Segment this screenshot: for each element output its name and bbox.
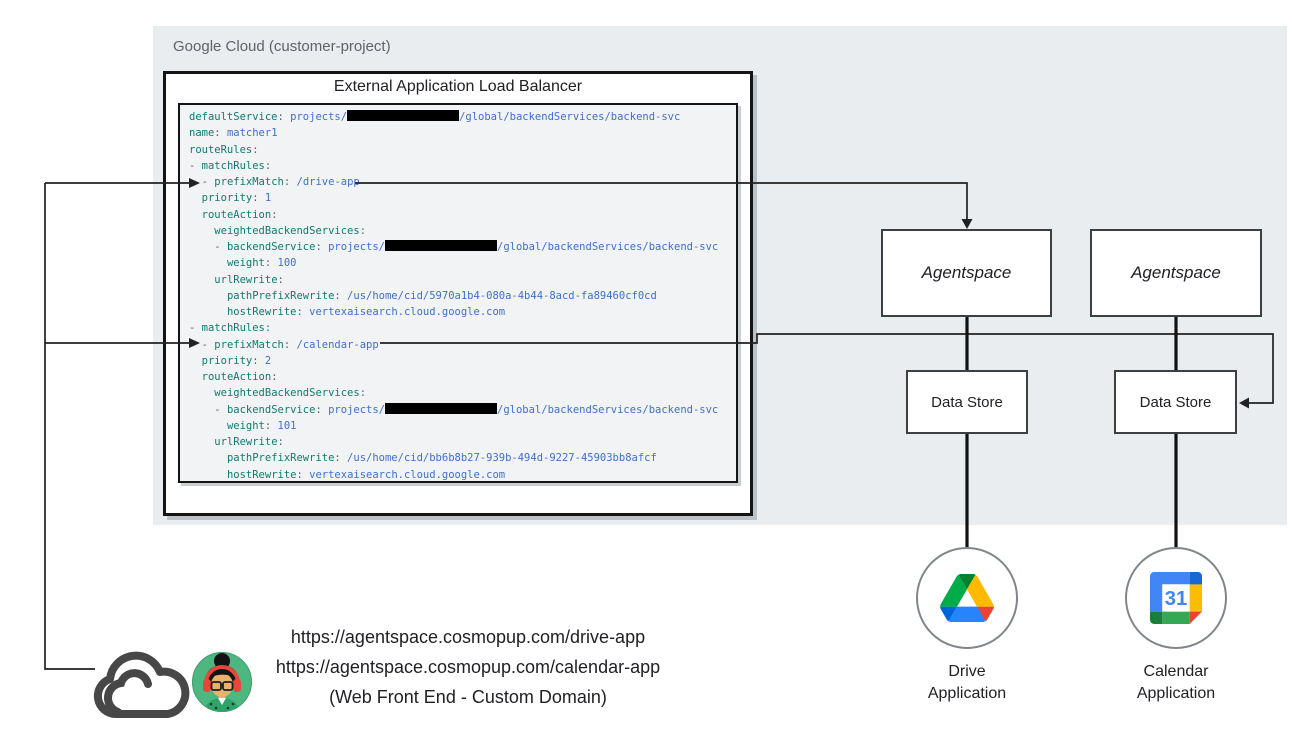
code-line: hostRewrite: vertexaisearch.cloud.google… [226, 306, 506, 318]
google-calendar-icon: 31 [1150, 572, 1202, 624]
lb-config-code: defaultService: projects//global/backend… [178, 103, 738, 483]
data-store-box-2: Data Store [1114, 370, 1237, 434]
cloud-icon [93, 651, 190, 719]
code-line: weightedBackendServices: [214, 224, 367, 237]
code-line: defaultService: projects//global/backend… [189, 110, 681, 123]
code-line: - matchRules: [189, 322, 272, 335]
client-url-drive: https://agentspace.cosmopup.com/drive-ap… [290, 627, 646, 647]
calendar-day-text: 31 [1165, 588, 1188, 610]
agentspace-label: Agentspace [1131, 263, 1221, 282]
redaction-bar [347, 110, 460, 121]
code-line: pathPrefixRewrite: /us/home/cid/5970a1b4… [226, 289, 657, 302]
agentspace-box-2: Agentspace [1090, 229, 1262, 317]
drive-app-label: Drive Application [927, 663, 1007, 702]
agentspace-label: Agentspace [921, 263, 1012, 282]
google-drive-icon [940, 574, 994, 622]
data-store-label: Data Store [1139, 393, 1212, 411]
redaction-bar [385, 240, 497, 251]
code-line: priority: 1 [201, 192, 272, 205]
code-line: - matchRules: [189, 159, 272, 172]
client-caption: (Web Front End - Custom Domain) [329, 687, 607, 707]
code-line: - backendService: projects//global/backe… [189, 402, 719, 416]
calendar-app-label: Calendar Application [1136, 663, 1216, 702]
code-line: urlRewrite: [214, 273, 284, 286]
code-line: weight: 101 [226, 419, 297, 432]
client-urls: https://agentspace.cosmopup.com/drive-ap… [268, 622, 668, 712]
code-line: - prefixMatch: /calendar-app [189, 338, 379, 351]
google-cloud-panel-label: Google Cloud (customer-project) [173, 38, 391, 55]
code-line: routeRules: [189, 143, 259, 156]
calendar-app-circle: 31 [1125, 547, 1227, 649]
redaction-bar [385, 402, 497, 414]
data-store-box-1: Data Store [906, 370, 1028, 434]
drive-app-circle [916, 547, 1018, 649]
code-line: routeAction: [201, 371, 278, 383]
user-avatar [192, 652, 252, 712]
code-line: - backendService: projects//global/backe… [189, 240, 719, 253]
agentspace-box-1: Agentspace [881, 229, 1052, 317]
code-line: priority: 2 [201, 354, 272, 367]
code-line: urlRewrite: [214, 436, 284, 448]
code-line: - prefixMatch: /drive-app [189, 176, 360, 188]
code-line: hostRewrite: vertexaisearch.cloud.google… [226, 468, 506, 481]
client-url-calendar: https://agentspace.cosmopup.com/calendar… [275, 657, 661, 677]
code-line: weight: 100 [226, 257, 297, 270]
code-line: name: matcher1 [189, 127, 278, 140]
code-line: pathPrefixRewrite: /us/home/cid/bb6b8b27… [226, 452, 657, 465]
code-line: weightedBackendServices: [214, 387, 367, 400]
data-store-label: Data Store [931, 393, 1003, 411]
code-line: routeAction: [201, 208, 278, 221]
load-balancer-title: External Application Load Balancer [333, 78, 583, 95]
